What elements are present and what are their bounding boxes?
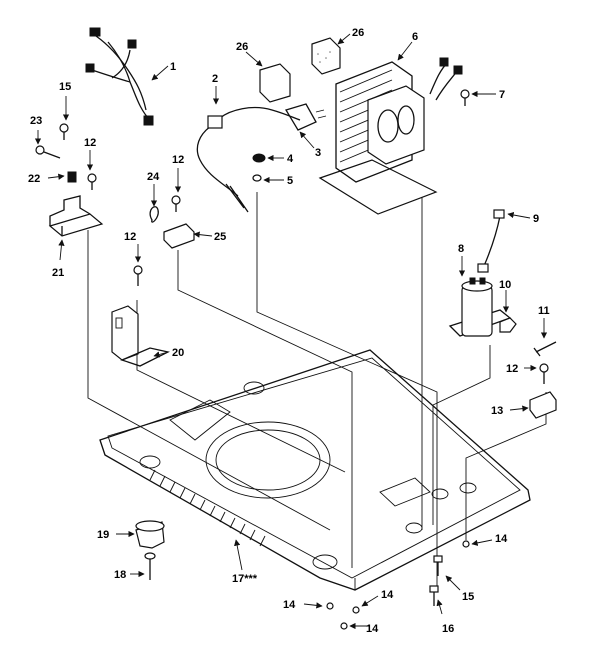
callout-5: 5 (287, 175, 293, 187)
diode-drawing (477, 209, 505, 273)
small-parts-drawing (59, 123, 557, 630)
callout-14-bottom: 14 (366, 623, 379, 635)
callout-14-right: 14 (495, 533, 508, 545)
callout-11: 11 (538, 305, 550, 317)
callout-15-bottom: 15 (462, 591, 474, 603)
callout-18: 18 (114, 569, 126, 581)
interlock-parts-drawing (149, 206, 195, 249)
callout-12-switch: 12 (124, 231, 136, 243)
callout-19: 19 (97, 529, 109, 541)
callout-10: 10 (499, 279, 511, 291)
callout-20: 20 (172, 347, 184, 359)
callout-1: 1 (170, 61, 176, 73)
callout-15-top: 15 (59, 81, 71, 93)
screw-7-drawing (460, 89, 470, 106)
fuse-holder-drawing (35, 145, 104, 237)
callout-12-right: 12 (506, 363, 518, 375)
callout-4: 4 (287, 153, 294, 165)
wire-harness-drawing (85, 27, 154, 126)
transformer-drawing (318, 57, 463, 215)
callout-26-right: 26 (352, 27, 364, 39)
callout-13: 13 (491, 405, 503, 417)
clamp-drawing (252, 153, 266, 182)
callout-26-left: 26 (236, 41, 248, 53)
callout-14-left: 14 (283, 599, 296, 611)
callout-12-fuse: 12 (84, 137, 96, 149)
callout-2: 2 (212, 73, 218, 85)
callout-16: 16 (442, 623, 454, 635)
assembly-lines (87, 192, 547, 590)
base-plate-drawing (99, 349, 531, 591)
callout-23: 23 (30, 115, 42, 127)
callout-leaders (34, 33, 548, 630)
callout-8: 8 (458, 243, 464, 255)
callout-25: 25 (214, 231, 226, 243)
callout-21: 21 (52, 267, 64, 279)
callout-6: 6 (412, 31, 418, 43)
callout-labels: 1 2 3 4 5 6 7 8 9 10 11 12 12 12 12 13 1… (28, 27, 550, 635)
callout-9: 9 (533, 213, 539, 225)
power-cord-drawing (196, 103, 327, 213)
ferrite-core-drawing (259, 37, 341, 103)
callout-12-interlock: 12 (172, 154, 184, 166)
switch-bracket-drawing (111, 305, 170, 367)
callout-14-middle: 14 (381, 589, 394, 601)
foot-drawing (135, 520, 165, 580)
callout-3: 3 (315, 147, 321, 159)
callout-17: 17*** (232, 573, 258, 585)
callout-22: 22 (28, 173, 40, 185)
callout-7: 7 (499, 89, 505, 101)
callout-24: 24 (147, 171, 160, 183)
